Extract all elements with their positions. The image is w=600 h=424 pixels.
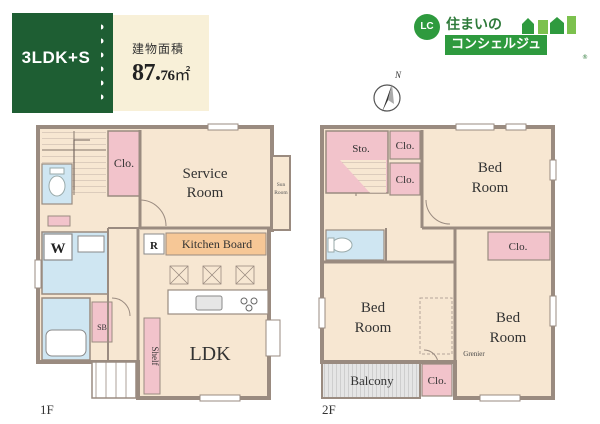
- closet-1f: [107, 130, 141, 197]
- service-room-label-1: Service: [183, 166, 228, 182]
- entrance: [91, 361, 137, 399]
- closet-2f-a: [389, 130, 421, 160]
- bed-ne-label-1: Bed: [478, 160, 503, 176]
- sun-room-label-2: Room: [274, 190, 288, 196]
- closet-2f-c: [487, 231, 551, 261]
- closet-1f-label: Clo.: [114, 156, 134, 170]
- closet-2f-b-label: Clo.: [396, 174, 415, 186]
- shelf-label: Shelf: [150, 347, 160, 366]
- floor2-label: 2F: [322, 402, 336, 417]
- floor-2: Sto. Clo. Clo. Bed Room Clo. Bed Room Be…: [318, 123, 557, 402]
- registered-icon: ®: [582, 54, 588, 61]
- sun-room: [271, 155, 291, 231]
- layout-type: 3LDK+S: [21, 48, 91, 67]
- logo-mark: LC: [414, 14, 440, 40]
- compass-icon: N: [373, 70, 402, 112]
- area-unit: ㎡: [174, 67, 191, 84]
- logo-houses-icon: [522, 16, 576, 34]
- grenier-label: Grenier: [463, 350, 485, 358]
- fridge-box: [143, 233, 165, 255]
- bed-sw-label-2: Room: [355, 320, 392, 336]
- kitchen-board-label: Kitchen Board: [182, 237, 252, 251]
- closet-2f-d: [421, 363, 453, 397]
- sun-room-label-1: Sun: [277, 182, 286, 188]
- layout-badge: [12, 13, 113, 113]
- bed-sw-label-1: Bed: [361, 300, 386, 316]
- bed-ne-label-2: Room: [472, 180, 509, 196]
- logo-line2: コンシェルジュ: [445, 35, 548, 55]
- area-value: 87.76㎡: [132, 60, 191, 87]
- badge-ticks-icon: [101, 19, 107, 106]
- area-value-decimal: 76: [160, 68, 176, 84]
- floor-1: Clo. Service Room Sun Room W R Kitchen B…: [34, 123, 291, 402]
- logo-line1: 住まいの: [446, 17, 502, 33]
- balcony: [321, 362, 421, 399]
- bed-se-label-2: Room: [490, 330, 527, 346]
- washer-label: W: [51, 241, 66, 257]
- area-box: [113, 15, 209, 111]
- closet-2f-c-label: Clo.: [509, 241, 528, 253]
- service-room-label-2: Room: [187, 185, 224, 201]
- compass-north-label: N: [394, 70, 402, 80]
- closet-2f-a-label: Clo.: [396, 140, 415, 152]
- area-label: 建物面積: [132, 42, 185, 56]
- storage-label: Sto.: [352, 143, 370, 155]
- shoe-box-label: SB: [97, 323, 107, 332]
- washer-box: [43, 233, 73, 261]
- closet-2f-b: [389, 162, 421, 196]
- ldk-label: LDK: [189, 343, 231, 365]
- area-value-main: 87.: [132, 60, 161, 86]
- bed-se-label-1: Bed: [496, 310, 521, 326]
- closet-2f-d-label: Clo.: [428, 375, 447, 387]
- balcony-label: Balcony: [350, 373, 394, 388]
- kitchen-board: [165, 232, 267, 256]
- floor1-label: 1F: [40, 402, 54, 417]
- shelf: [143, 317, 161, 395]
- fridge-label: R: [150, 240, 159, 252]
